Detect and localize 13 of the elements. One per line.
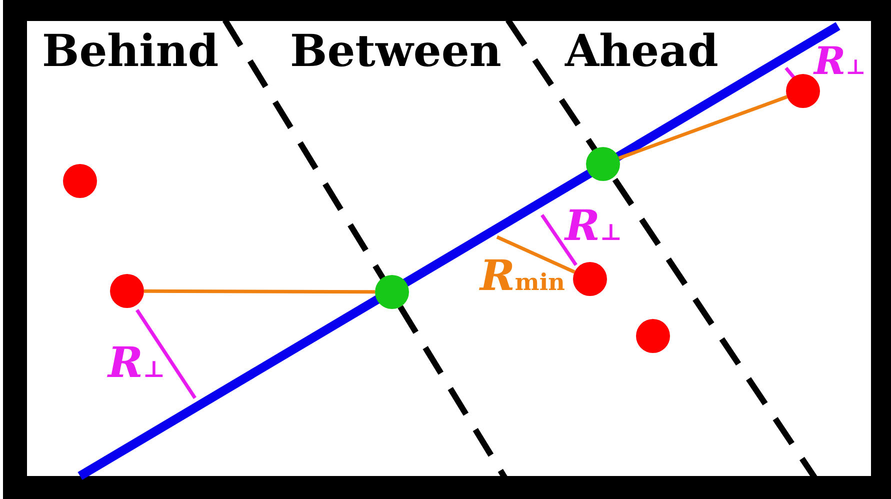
- region-label: Ahead: [565, 30, 718, 74]
- distance-line: [144, 289, 375, 294]
- distance-line: [618, 95, 788, 160]
- point-marker: [636, 319, 670, 353]
- point-marker: [573, 262, 607, 296]
- point-marker: [786, 74, 820, 108]
- intersection-point: [375, 275, 409, 309]
- distance-line: [496, 235, 576, 274]
- intersection-point: [586, 147, 620, 181]
- region-label: Behind: [42, 30, 219, 74]
- point-marker: [110, 274, 144, 308]
- point-marker: [63, 164, 97, 198]
- region-label: Between: [290, 30, 502, 74]
